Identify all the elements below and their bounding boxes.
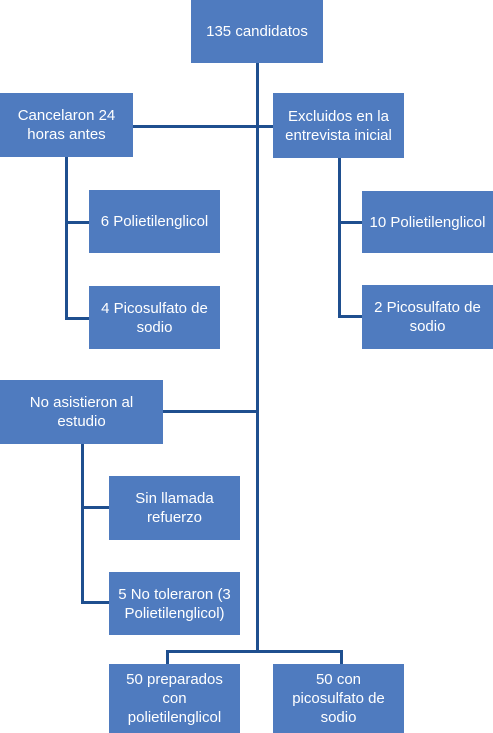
excluded-pico-node: 2 Picosulfato de sodio	[362, 285, 493, 349]
final-horizontal-line	[166, 650, 342, 653]
cancelled-peg-node: 6 Polietilenglicol	[89, 190, 220, 253]
no-call-connector	[81, 506, 109, 509]
cancelled-peg-connector	[65, 221, 89, 224]
excluded-sub-vertical	[338, 158, 341, 318]
no-show-node: No asistieron al estudio	[0, 380, 163, 444]
excluded-branch-line	[257, 125, 273, 128]
final-pico-node: 50 con picosulfato de sodio	[273, 664, 404, 733]
no-tolerate-connector	[81, 601, 109, 604]
cancelled-branch-line	[133, 125, 257, 128]
no-call-node: Sin llamada refuerzo	[109, 476, 240, 540]
no-tolerate-node: 5 No toleraron (3 Polietilenglicol)	[109, 572, 240, 635]
cancelled-pico-connector	[65, 317, 89, 320]
final-peg-node: 50 preparados con polietilenglicol	[109, 664, 240, 733]
cancelled-sub-vertical	[65, 157, 68, 319]
trunk-line	[256, 63, 259, 652]
cancelled-pico-node: 4 Picosulfato de sodio	[89, 286, 220, 349]
root-node: 135 candidatos	[191, 0, 323, 63]
excluded-peg-node: 10 Polietilenglicol	[362, 191, 493, 253]
no-show-sub-vertical	[81, 444, 84, 604]
cancelled-node: Cancelaron 24 horas antes	[0, 93, 133, 157]
final-peg-drop	[166, 650, 169, 664]
no-show-branch-line	[163, 410, 257, 413]
excluded-peg-connector	[338, 221, 362, 224]
final-pico-drop	[340, 650, 343, 664]
excluded-node: Excluidos en la entrevista inicial	[273, 93, 404, 158]
excluded-pico-connector	[338, 315, 362, 318]
